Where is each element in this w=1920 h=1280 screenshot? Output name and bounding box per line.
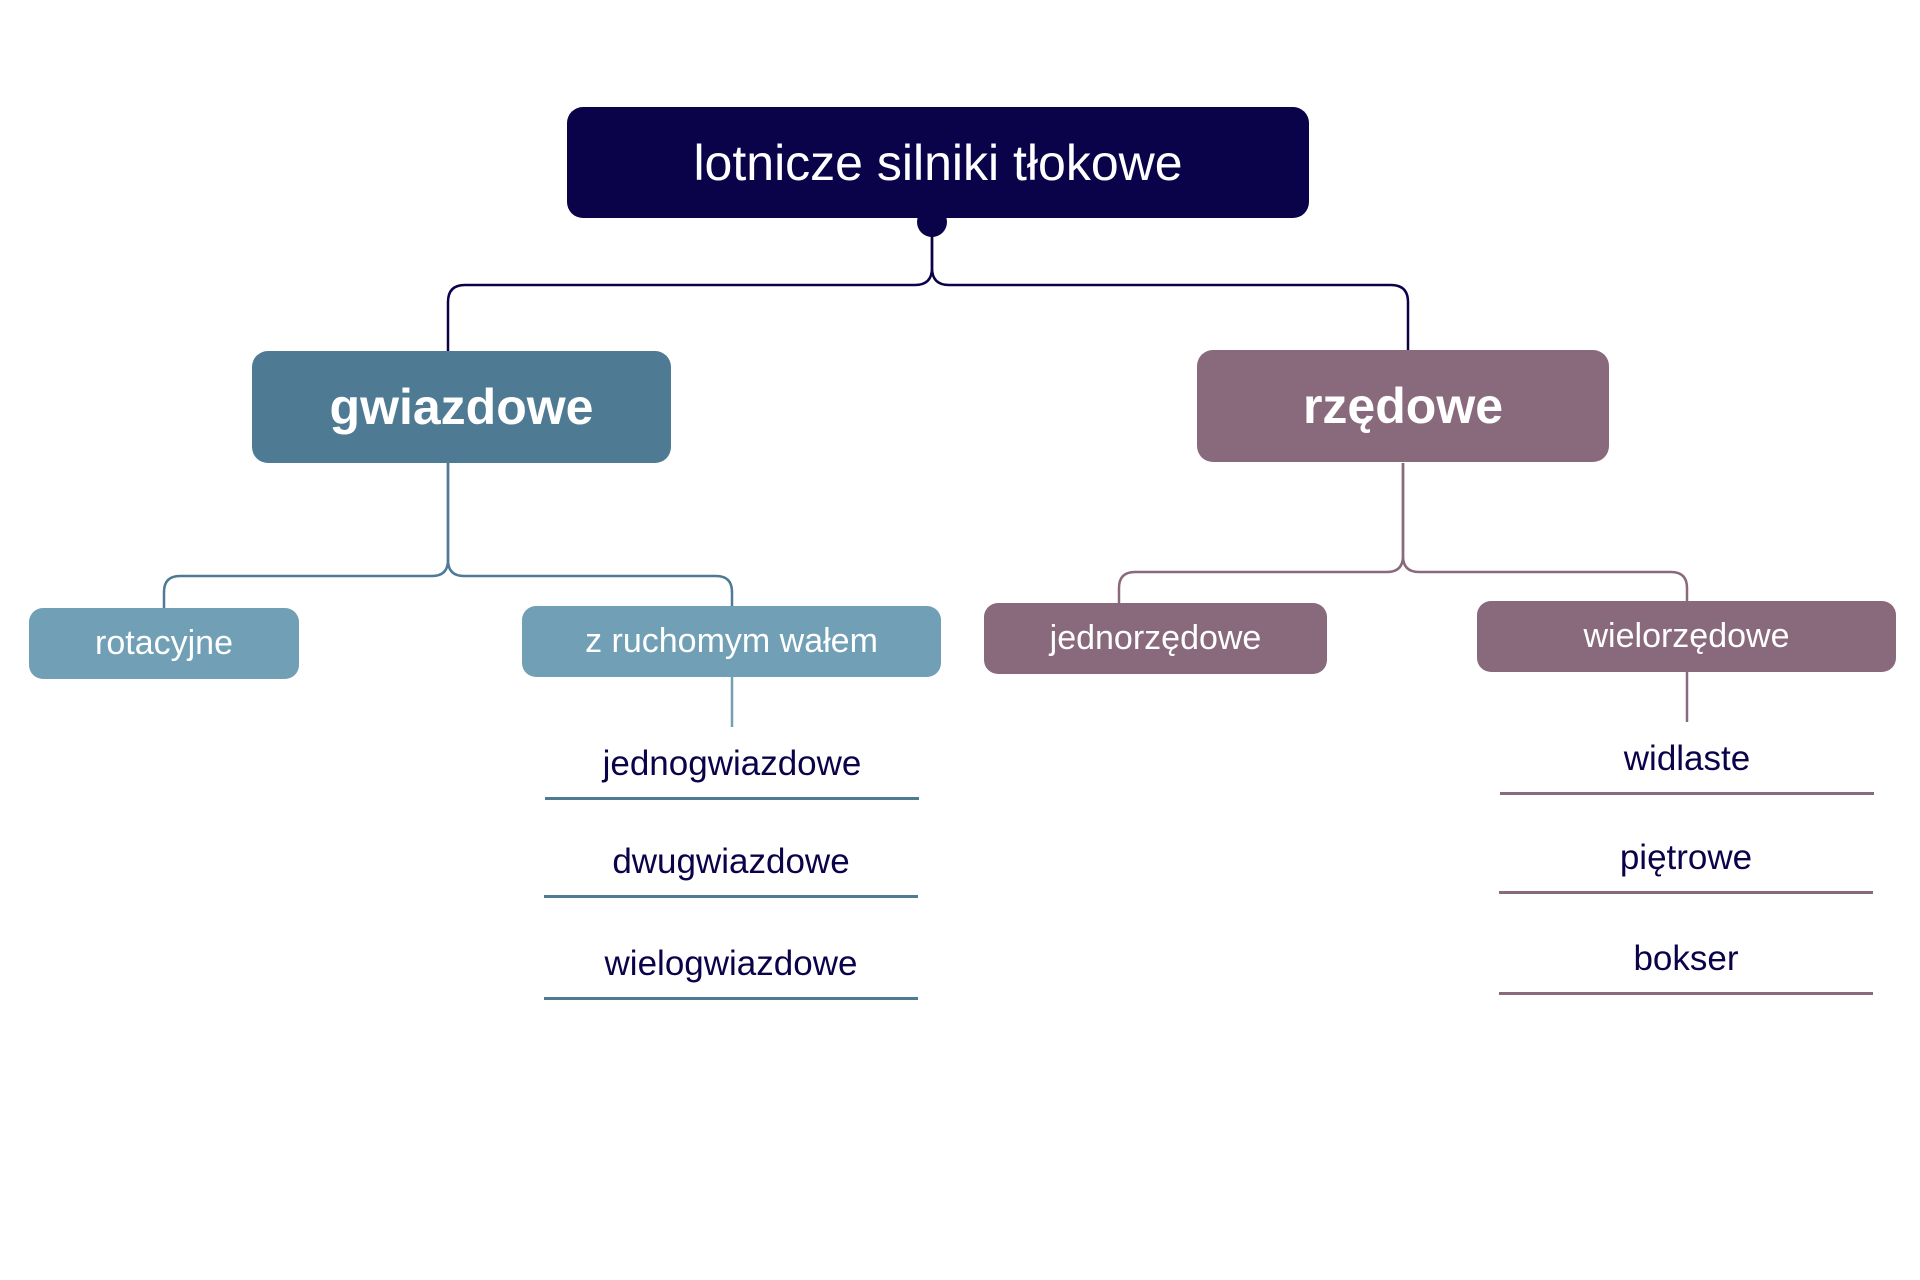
branch-node-radial[interactable]: gwiazdowe	[252, 351, 671, 463]
branch-node-inline[interactable]: rzędowe	[1197, 350, 1609, 462]
connector-root-radial	[446, 228, 934, 352]
leaf-multi-row-3[interactable]: bokser	[1499, 925, 1873, 995]
connector-radial-rotary	[162, 463, 450, 608]
subbranch-node-multi-row[interactable]: wielorzędowe	[1477, 601, 1896, 672]
root-node[interactable]: lotnicze silniki tłokowe	[567, 107, 1309, 218]
leaf-moving-shaft-3[interactable]: wielogwiazdowe	[544, 930, 918, 1000]
subbranch-node-rotary[interactable]: rotacyjne	[29, 608, 299, 679]
leaf-multi-row-2[interactable]: piętrowe	[1499, 824, 1873, 894]
leaf-moving-shaft-2[interactable]: dwugwiazdowe	[544, 828, 918, 898]
connector-inline-multi-row	[1401, 463, 1689, 601]
connector-radial-moving-shaft	[446, 463, 734, 606]
subbranch-node-moving-shaft[interactable]: z ruchomym wałem	[522, 606, 941, 677]
subbranch-node-single-row[interactable]: jednorzędowe	[984, 603, 1327, 674]
leaf-moving-shaft-1[interactable]: jednogwiazdowe	[545, 730, 919, 800]
connector-root-inline	[930, 228, 1410, 352]
leaf-multi-row-1[interactable]: widlaste	[1500, 725, 1874, 795]
connector-inline-single-row	[1117, 463, 1405, 603]
